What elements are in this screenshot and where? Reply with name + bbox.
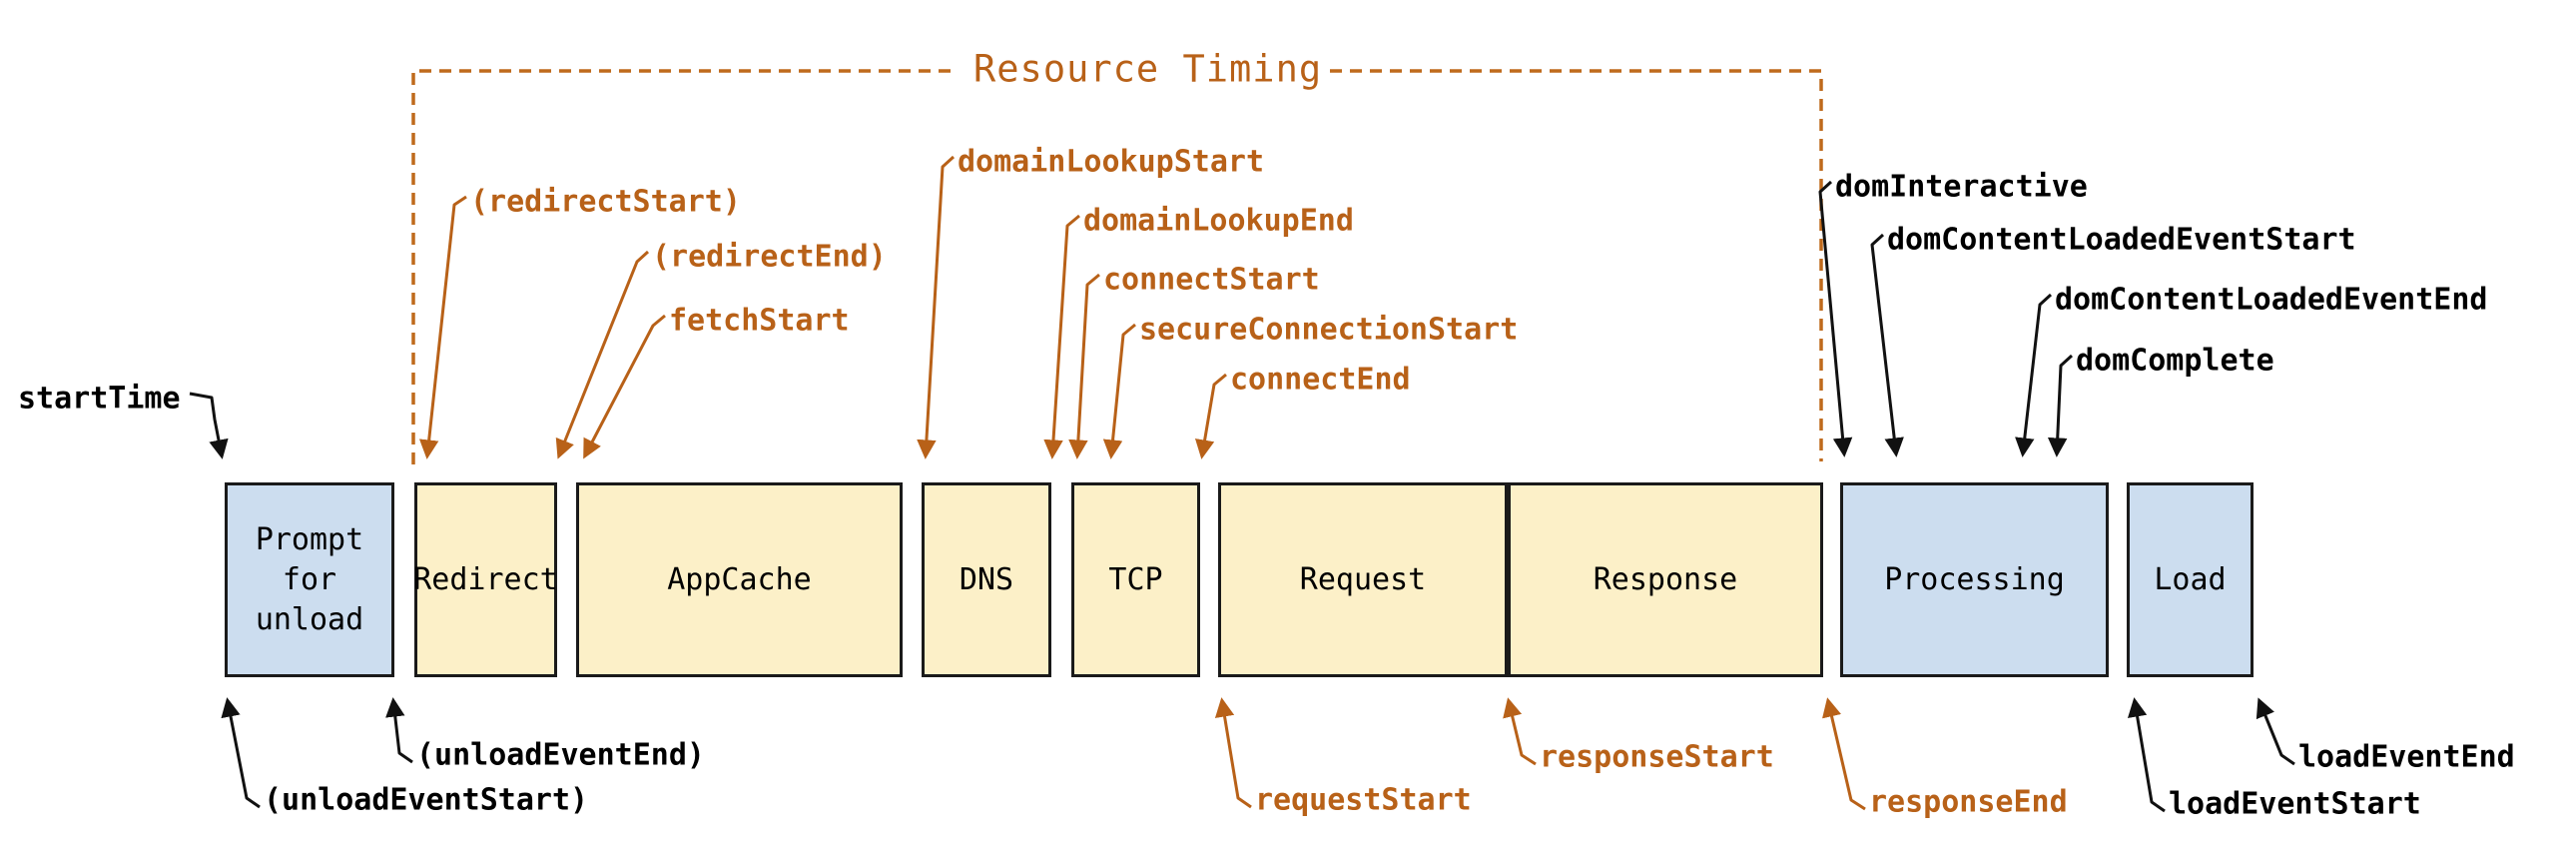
box-prompt-for-unload: Prompt for unload (225, 482, 394, 677)
label-loadEventEnd: loadEventEnd (2298, 739, 2515, 775)
label-connectStart: connectStart (1103, 262, 1320, 298)
box-request: Request (1218, 482, 1508, 677)
resource-timing-bracket (411, 69, 1823, 464)
label-loadEventStart: loadEventStart (2169, 786, 2421, 822)
label-unloadEventStart: (unloadEventStart) (264, 782, 589, 818)
label-domInteractive: domInteractive (1835, 169, 2088, 205)
redirectStart-arrow (418, 195, 467, 459)
label-redirectEnd: (redirectEnd) (652, 239, 887, 275)
label-responseStart: responseStart (1540, 739, 1774, 775)
redirectEnd-arrow (555, 250, 650, 459)
connectStart-arrow (1068, 273, 1100, 459)
label-domContentLoadedEventStart: domContentLoadedEventStart (1887, 222, 2356, 258)
label-responseEnd: responseEnd (1869, 784, 2068, 820)
unloadEventStart-arrow (221, 697, 261, 809)
request-response-divider (1506, 482, 1509, 677)
secureConnectionStart-arrow (1102, 323, 1136, 459)
requestStart-arrow (1214, 697, 1252, 809)
box-dns: DNS (922, 482, 1051, 677)
label-domainLookupStart: domainLookupStart (958, 144, 1265, 180)
connectEnd-arrow (1194, 373, 1227, 459)
box-tcp: TCP (1071, 482, 1200, 677)
label-startTime: startTime (18, 381, 181, 417)
startTime-arrow (189, 392, 229, 459)
label-domainLookupEnd: domainLookupEnd (1083, 203, 1354, 239)
label-requestStart: requestStart (1255, 782, 1472, 818)
label-fetchStart: fetchStart (669, 303, 850, 339)
label-secureConnectionStart: secureConnectionStart (1139, 312, 1519, 348)
domainLookupEnd-arrow (1043, 214, 1080, 459)
domContentLoadedEventEnd-arrow (2015, 293, 2053, 457)
loadEventStart-arrow (2127, 697, 2166, 813)
loadEventEnd-arrow (2255, 697, 2295, 766)
label-unloadEventEnd: (unloadEventEnd) (416, 737, 705, 773)
domContentLoadedEventStart-arrow (1870, 233, 1904, 457)
unloadEventEnd-arrow (385, 697, 413, 764)
box-appcache: AppCache (576, 482, 903, 677)
label-connectEnd: connectEnd (1230, 362, 1411, 398)
box-response: Response (1508, 482, 1823, 677)
label-domComplete: domComplete (2076, 343, 2274, 379)
responseStart-arrow (1503, 697, 1537, 766)
responseEnd-arrow (1822, 697, 1866, 811)
box-load: Load (2127, 482, 2254, 677)
resource-timing-title: Resource Timing (973, 47, 1323, 91)
domainLookupStart-arrow (917, 155, 956, 459)
domInteractive-arrow (1818, 180, 1853, 457)
domComplete-arrow (2047, 354, 2074, 457)
box-processing: Processing (1840, 482, 2109, 677)
label-redirectStart: (redirectStart) (470, 184, 741, 220)
fetchStart-arrow (583, 314, 666, 459)
label-domContentLoadedEventEnd: domContentLoadedEventEnd (2055, 282, 2488, 318)
box-redirect: Redirect (413, 482, 558, 677)
